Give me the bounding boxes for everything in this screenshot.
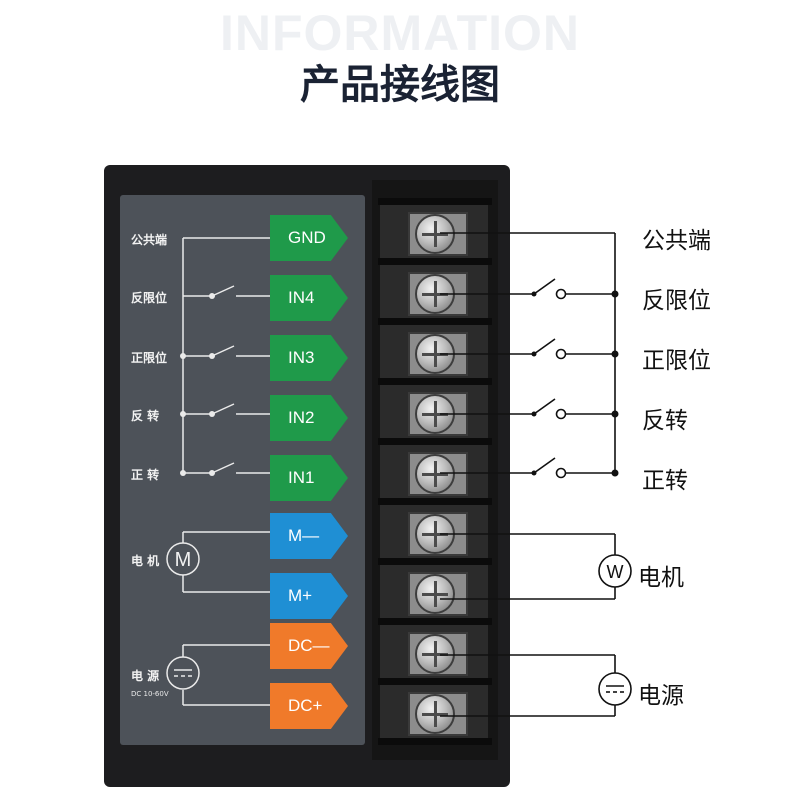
panel-label-forward-limit: 正限位	[131, 351, 168, 365]
panel-label-common: 公共端	[131, 233, 168, 247]
terminal-separator	[378, 258, 492, 265]
panel-label-power: 电 源	[131, 669, 160, 683]
right-label-common: 公共端	[642, 228, 711, 254]
terminal-screw-gnd	[415, 214, 455, 254]
page-title: 产品接线图	[300, 62, 500, 108]
terminal-separator	[378, 618, 492, 625]
terminal-screw-dc-minus	[415, 634, 455, 674]
right-label-forward: 正转	[642, 468, 688, 494]
right-label-reverse: 反转	[642, 408, 688, 434]
panel-label-reverse-limit: 反限位	[131, 291, 168, 305]
panel-label-motor: 电 机	[131, 554, 160, 568]
badge-m-minus: M—	[270, 513, 348, 559]
terminal-separator	[378, 558, 492, 565]
badge-in2: IN2	[270, 395, 348, 441]
badge-in3: IN3	[270, 335, 348, 381]
panel-label-reverse: 反 转	[131, 409, 160, 423]
terminal-separator	[378, 318, 492, 325]
badge-dc-minus: DC—	[270, 623, 348, 669]
terminal-separator	[378, 738, 492, 745]
badge-gnd: GND	[270, 215, 348, 261]
panel-label-forward: 正 转	[131, 468, 160, 482]
power-panel-symbol	[166, 656, 200, 690]
power-right-symbol	[598, 672, 632, 706]
motor-right-symbol	[598, 554, 632, 588]
motor-right-letter: W	[607, 562, 624, 582]
badge-in4: IN4	[270, 275, 348, 321]
badge-dc-plus: DC+	[270, 683, 348, 729]
terminal-separator	[378, 498, 492, 505]
header-watermark: INFORMATION	[219, 5, 581, 61]
right-label-reverse-limit: 反限位	[642, 288, 711, 314]
motor-panel-letter: M	[175, 549, 192, 571]
right-label-power: 电源	[638, 683, 684, 709]
badge-in1: IN1	[270, 455, 348, 501]
terminal-screw-in1	[415, 454, 455, 494]
terminal-separator	[378, 198, 492, 205]
terminal-separator	[378, 438, 492, 445]
right-label-forward-limit: 正限位	[642, 348, 711, 374]
badge-m-plus: M+	[270, 573, 348, 619]
power-range-label: DC 10-60V	[131, 690, 169, 698]
terminal-separator	[378, 678, 492, 685]
terminal-screw-dc-plus	[415, 694, 455, 734]
motor-panel-symbol	[166, 542, 200, 576]
terminal-separator	[378, 378, 492, 385]
terminal-screw-m-plus	[415, 574, 455, 614]
right-label-motor: 电机	[638, 565, 684, 591]
